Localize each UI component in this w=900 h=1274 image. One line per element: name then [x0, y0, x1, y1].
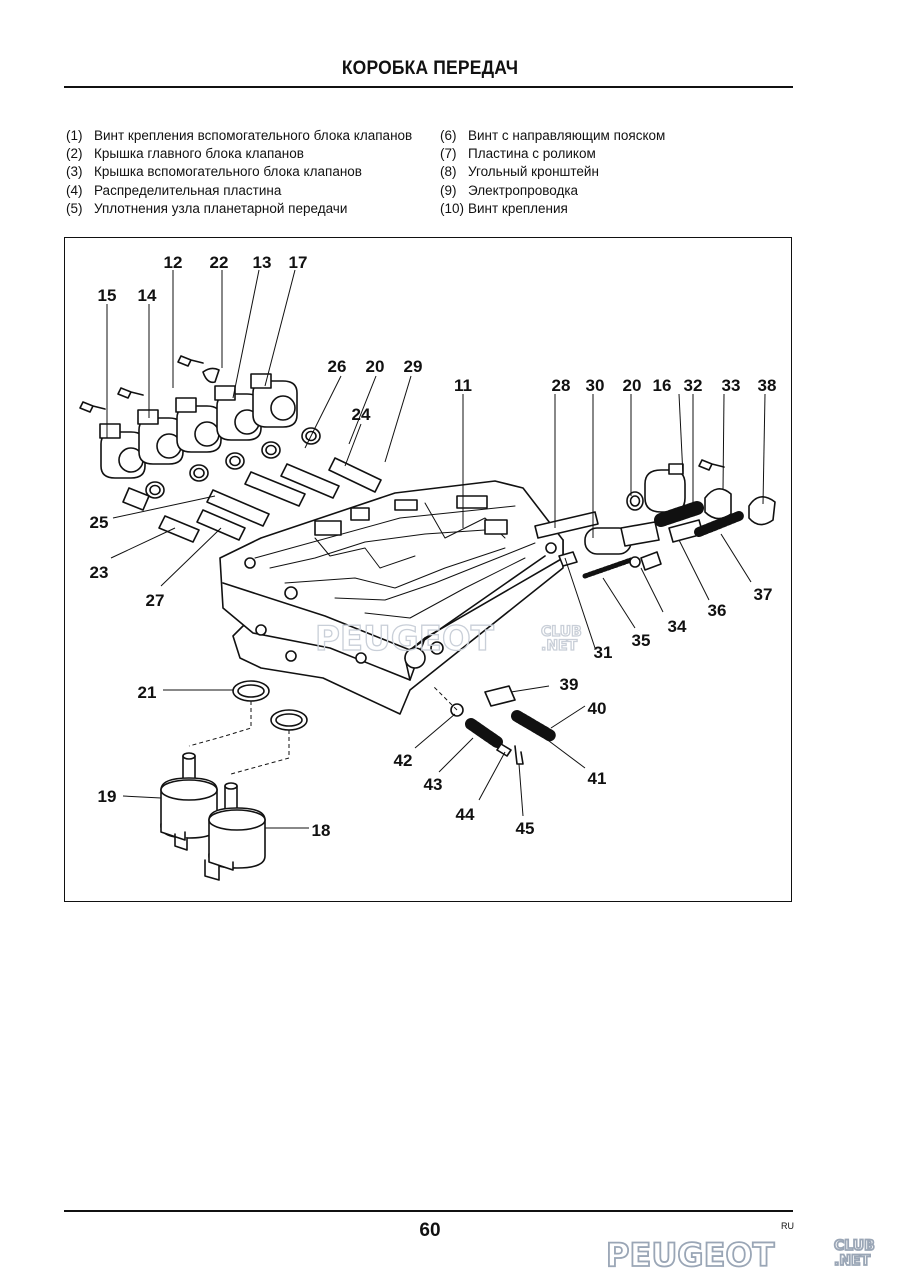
callout-label: 13 [253, 253, 272, 272]
solenoid-12 [175, 397, 222, 453]
solenoid-14 [137, 409, 184, 465]
callout-label: 19 [98, 787, 117, 806]
language-code: RU [781, 1221, 794, 1231]
callout-label: 25 [90, 513, 109, 532]
solenoid-13 [214, 385, 262, 441]
callout-label: 30 [586, 376, 605, 395]
callout-label: 34 [668, 617, 687, 636]
callout-label: 11 [454, 376, 472, 395]
callout-label: 40 [588, 699, 607, 718]
callout-label: 14 [138, 286, 157, 305]
callout-label: 15 [98, 286, 117, 305]
peugeot-club-logo: PEUGEOT CLUB .NET [605, 1235, 876, 1274]
callout-label: 45 [516, 819, 535, 838]
callout-label: 44 [456, 805, 475, 824]
legend-item: (8) Угольный кронштейн [440, 163, 665, 181]
solenoid-15 [99, 423, 146, 479]
legend-text: Пластина с роликом [468, 146, 596, 162]
legend-item: (4) Распределительная пластина [66, 182, 412, 200]
legend-num: (5) [66, 200, 83, 216]
legend-item: (9) Электропроводка [440, 182, 665, 200]
callout-label: 29 [404, 357, 423, 376]
callout-label: 32 [684, 376, 703, 395]
watermark: PEUGEOT CLUB .NET [314, 618, 582, 659]
legend-num: (9) [440, 182, 457, 198]
page-title: КОРОБКА ПЕРЕДАЧ [341, 58, 519, 79]
callout-label: 20 [366, 357, 385, 376]
callout-label: 21 [138, 683, 157, 702]
header-rule [64, 86, 793, 88]
legend-num: (3) [66, 164, 83, 180]
legend-text: Винт крепления вспомогательного блока кл… [94, 128, 413, 143]
callout-label: 42 [394, 751, 413, 770]
watermark-text: PEUGEOT [315, 619, 495, 659]
legend-item: (1) Винт крепления вспомогательного блока… [66, 127, 412, 145]
legend-item: (3) Крышка вспомогательного блока клапано… [66, 163, 412, 181]
brand-small-top: CLUB [834, 1238, 875, 1254]
legend-num: (2) [66, 146, 83, 162]
callout-label: 22 [210, 253, 229, 272]
legend-text: Распределительная пластина [94, 182, 282, 198]
callout-label: 39 [560, 675, 579, 694]
callout-label: 36 [708, 601, 727, 620]
solenoid-17 [250, 373, 298, 428]
exploded-diagram: PEUGEOT CLUB .NET 12 22 13 17 15 14 26 20 29 11 28… [64, 237, 792, 902]
callout-label: 38 [758, 376, 777, 395]
legend-text: Винт с направляющим пояском [468, 128, 666, 143]
callout-label: 43 [424, 775, 443, 794]
legend-item: (7) Пластина с роликом [440, 145, 665, 163]
legend-num: (4) [66, 182, 83, 198]
callout-label: 20 [623, 376, 642, 395]
brand-text: PEUGEOT [606, 1236, 775, 1274]
callout-label: 41 [588, 769, 607, 788]
legend-left: (1) Винт крепления вспомогательного блока… [66, 127, 412, 218]
legend-text: Уплотнения узла планетарной передачи [94, 200, 348, 216]
legend-item: (5) Уплотнения узла планетарной передачи [66, 200, 412, 218]
callout-label: 26 [328, 357, 347, 376]
legend-text: Крышка главного блока клапанов [94, 146, 304, 162]
callout-label: 33 [722, 376, 741, 395]
callout-label: 23 [90, 563, 109, 582]
legend-text: Крышка вспомогательного блока клапанов [94, 164, 362, 180]
watermark-small-bottom: .NET [541, 638, 578, 654]
legend-right: (6) Винт с направляющим пояском (7) Пласти… [440, 127, 665, 218]
callout-label: 12 [164, 253, 183, 272]
callout-label: 28 [552, 376, 571, 395]
callout-label: 18 [312, 821, 331, 840]
legend-text: Угольный кронштейн [468, 164, 599, 180]
valve-body-illustration: PEUGEOT CLUB .NET 12 22 13 17 15 14 26 20 29 11 28… [79, 253, 777, 881]
callout-label: 16 [653, 376, 672, 395]
callout-label: 24 [352, 405, 371, 424]
legend-item: (2) Крышка главного блока клапанов [66, 145, 412, 163]
solenoid-18 [204, 782, 266, 881]
brand-small-bottom: .NET [834, 1253, 871, 1269]
legend-item: (6) Винт с направляющим пояском [440, 127, 665, 145]
legend-text: Электропроводка [468, 182, 579, 198]
legend-num: (6) [440, 128, 457, 143]
footer-rule [64, 1210, 793, 1212]
callout-label: 35 [632, 631, 651, 650]
callout-label: 37 [754, 585, 773, 604]
legend-item: (10)Винт крепления [440, 200, 665, 218]
callout-label: 31 [594, 643, 613, 662]
callout-label: 27 [146, 591, 165, 610]
legend-text: Винт крепления [468, 200, 568, 216]
legend-num: (7) [440, 146, 457, 162]
legend-num: (10) [440, 200, 465, 216]
watermark-small-top: CLUB [541, 624, 582, 640]
legend-num: (8) [440, 164, 457, 180]
legend-num: (1) [66, 128, 83, 143]
page-number: 60 [419, 1220, 441, 1241]
callout-label: 17 [289, 253, 308, 272]
